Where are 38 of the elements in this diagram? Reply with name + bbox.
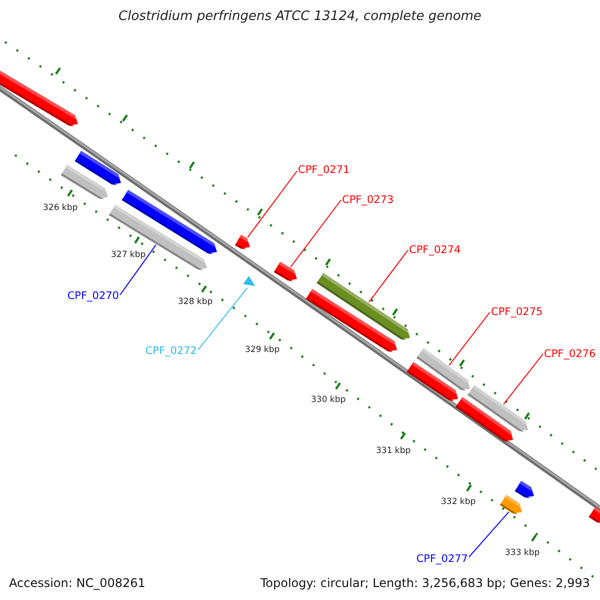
- position-label: 327 kbp: [111, 250, 146, 260]
- gene-label: CPF_0277: [416, 552, 468, 566]
- gene-feature: [60, 164, 108, 200]
- position-label: 332 kbp: [441, 497, 476, 507]
- gene-feature: [108, 204, 207, 270]
- gene-label: CPF_0270: [67, 289, 119, 303]
- gene-feature: [243, 276, 255, 286]
- gene-feature: [514, 480, 534, 498]
- gene-feature: [274, 262, 297, 282]
- position-label: 331 kbp: [376, 446, 411, 456]
- leader-line: [368, 250, 408, 303]
- position-label: 326 kbp: [43, 203, 78, 213]
- gene-label: CPF_0274: [409, 243, 461, 257]
- leader-line: [503, 354, 544, 405]
- gene-label: CPF_0271: [298, 163, 350, 177]
- gene-label: CPF_0276: [544, 347, 596, 361]
- gene-feature: [306, 288, 397, 352]
- accession-text: Accession: NC_008261: [9, 575, 146, 591]
- gene-label: CPF_0272: [145, 344, 197, 358]
- position-label: 333 kbp: [505, 548, 540, 558]
- leader-line: [468, 511, 510, 558]
- gene-label: CPF_0275: [491, 305, 543, 319]
- genome-summary-text: Topology: circular; Length: 3,256,683 bp; Genes: 2,993: [260, 575, 590, 591]
- leader-line: [120, 244, 156, 296]
- leader-line: [247, 170, 298, 238]
- leader-line: [290, 200, 342, 268]
- gene-feature: [234, 234, 250, 250]
- gene-feature: [406, 362, 458, 402]
- position-label: 330 kbp: [311, 395, 346, 405]
- gene-feature: [456, 397, 513, 442]
- diagram-title: Clostridium perfringens ATCC 13124, complete genome: [118, 9, 482, 25]
- gene-feature: [588, 506, 600, 524]
- gene-label: CPF_0273: [342, 193, 394, 207]
- position-label: 328 kbp: [178, 297, 213, 307]
- gene-feature: [500, 494, 522, 514]
- leader-line: [448, 312, 490, 366]
- leader-line: [198, 288, 248, 350]
- position-label: 329 kbp: [245, 345, 280, 355]
